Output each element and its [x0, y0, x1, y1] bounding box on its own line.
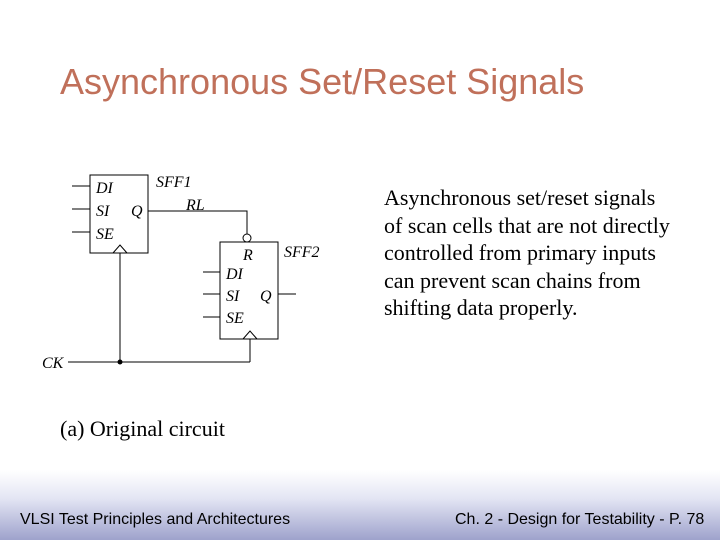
footer-book-title: VLSI Test Principles and Architectures: [20, 511, 291, 528]
sff2-label: SFF2: [284, 244, 320, 261]
circuit-diagram: DI SI SE Q SFF1 RL R DI SI SE Q SFF2 CK: [42, 174, 320, 372]
sff1-label: SFF1: [156, 174, 192, 191]
sff2-se-pin: SE: [226, 310, 244, 327]
figure-caption: (a) Original circuit: [60, 416, 225, 441]
sff2-r-pin: R: [242, 247, 253, 264]
ck-junction-dot: [117, 359, 123, 365]
sff2-di-pin: DI: [225, 266, 244, 283]
ck-label: CK: [42, 355, 65, 372]
sff2-q-pin: Q: [260, 288, 272, 305]
slide-body-text: Asynchronous set/reset signals of scan c…: [384, 185, 670, 320]
rl-label: RL: [185, 197, 205, 214]
sff1-se-pin: SE: [96, 226, 114, 243]
sff2-box: [219, 241, 279, 340]
footer-chapter: Ch. 2 - Design for Testability - P. 78: [455, 511, 705, 528]
sff1-si-pin: SI: [96, 203, 110, 220]
sff1-di-pin: DI: [95, 180, 114, 197]
rl-wire: [148, 210, 248, 234]
reset-bubble: [242, 233, 252, 243]
sff1-q-pin: Q: [131, 203, 143, 220]
slide-title: Asynchronous Set/Reset Signals: [60, 61, 585, 102]
sff2-si-pin: SI: [226, 288, 240, 305]
sff2-clock-triangle: [242, 330, 258, 340]
sff1-box: [89, 174, 149, 254]
sff1-clock-triangle: [112, 244, 128, 254]
footer-bar: VLSI Test Principles and Architectures C…: [0, 470, 720, 540]
